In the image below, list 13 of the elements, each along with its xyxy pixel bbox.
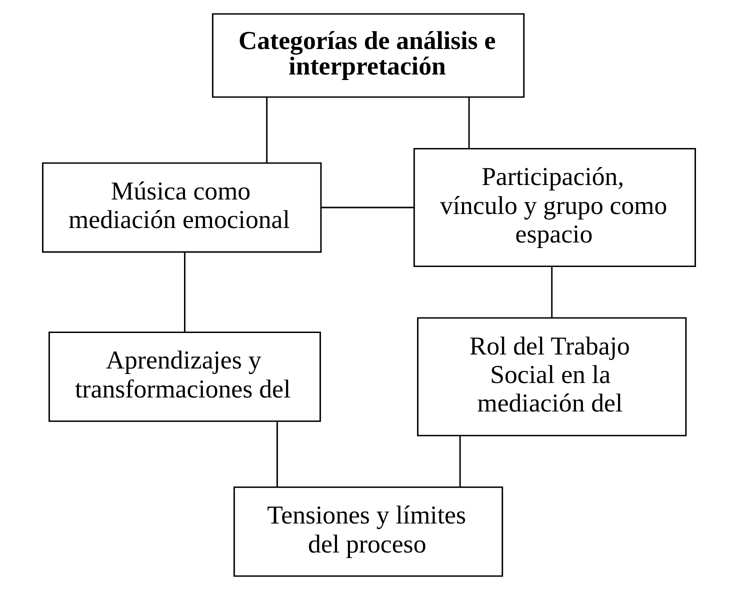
connector [320, 206, 414, 208]
node-box: Participación, vínculo y grupo como espacio [412, 148, 696, 268]
node-box: Rol del Trabajo Social en la mediación del [416, 317, 686, 436]
node-box: Música como mediación emocional [42, 162, 322, 253]
connector [184, 252, 185, 332]
node-box: Categorías de análisis e interpretación [211, 13, 524, 98]
connector [458, 436, 460, 487]
connector [468, 97, 470, 149]
connector [266, 97, 268, 164]
node-box: Tensiones y límites del proceso [232, 486, 503, 577]
connector [276, 422, 278, 487]
connector [550, 266, 552, 318]
node-box: Aprendizajes y transformaciones del [48, 332, 320, 422]
